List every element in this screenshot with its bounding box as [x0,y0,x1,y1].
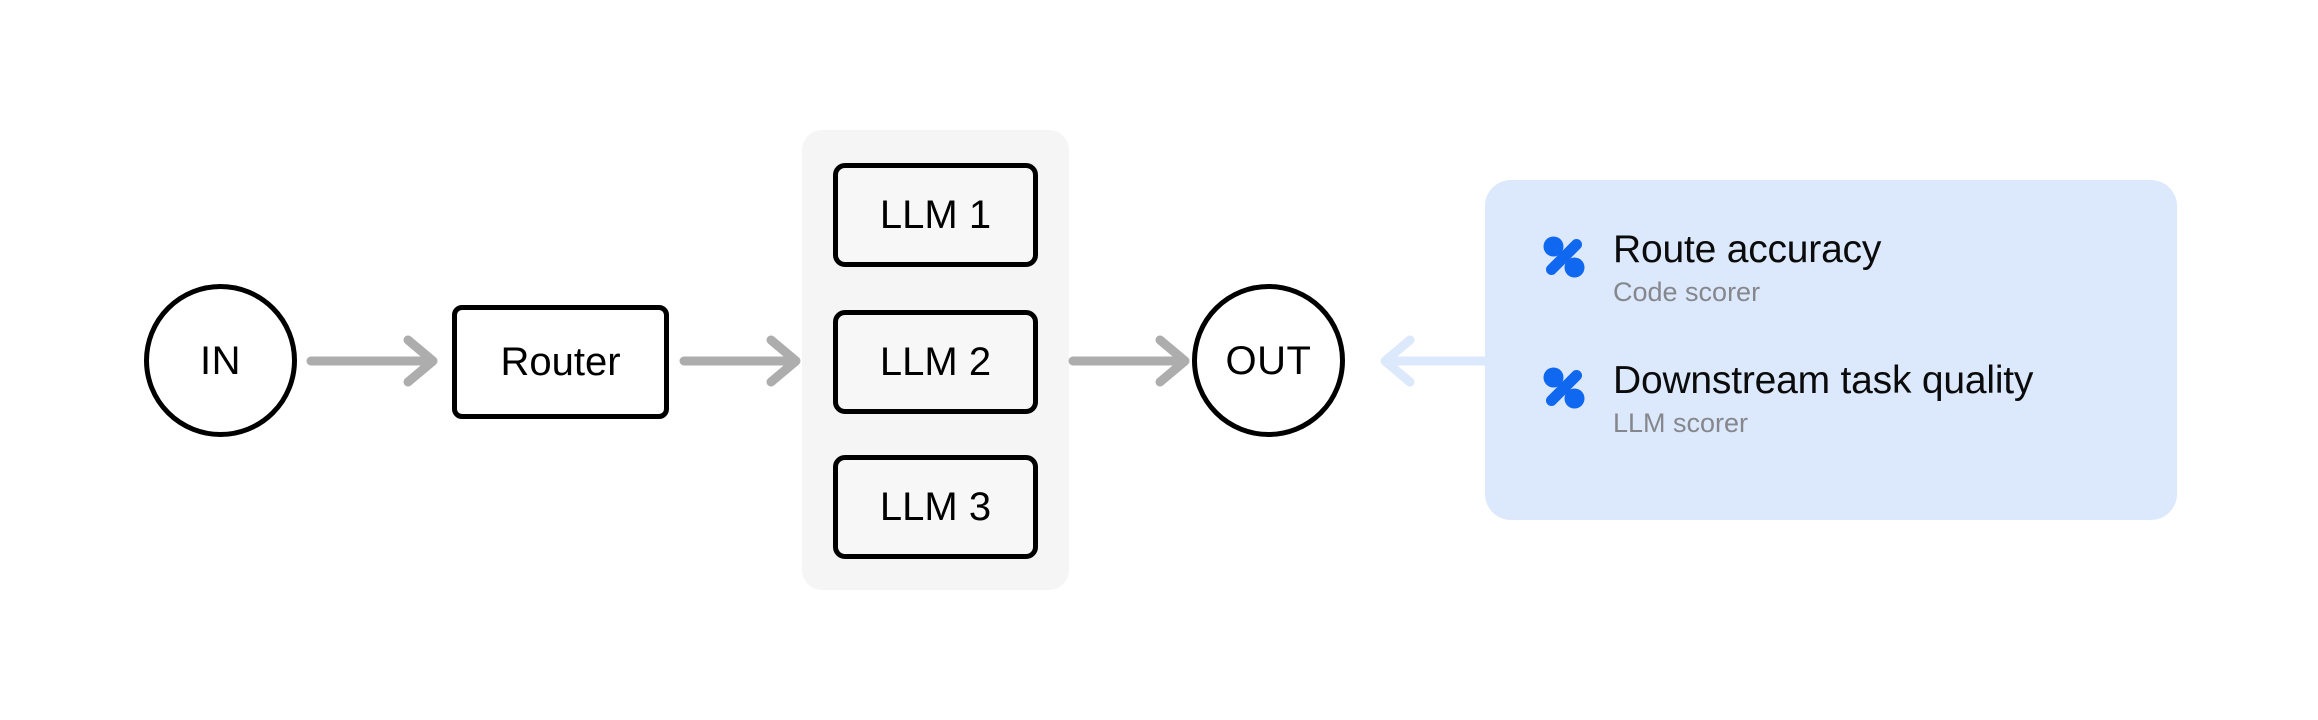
llm-box-3[interactable]: LLM 3 [833,455,1038,559]
node-input-label: IN [200,338,241,383]
node-router-label: Router [500,340,621,384]
node-input[interactable]: IN [144,284,297,437]
scorer-title: Route accuracy [1613,228,1882,271]
scorer-text: Route accuracy Code scorer [1613,228,1881,309]
llm-box-1-label: LLM 1 [879,193,992,237]
llm-box-3-label: LLM 3 [879,485,992,529]
llm-group-container: LLM 1 LLM 2 LLM 3 [802,130,1069,590]
llm-box-1[interactable]: LLM 1 [833,163,1038,267]
scorer-panel: Route accuracy Code scorer Downstream ta… [1485,180,2177,520]
scorer-item[interactable]: Route accuracy Code scorer [1542,228,2147,309]
scorer-subtitle: Code scorer [1613,276,1761,307]
arrow-llm-group-to-out [1068,335,1190,387]
scorer-subtitle: LLM scorer [1613,408,1749,439]
percent-scorer-icon [1543,367,1585,409]
node-output[interactable]: OUT [1192,284,1345,437]
scorer-list: Route accuracy Code scorer Downstream ta… [1542,228,2147,441]
arrow-in-to-router [306,335,438,387]
scorer-text: Downstream task quality LLM scorer [1613,359,2033,440]
llm-box-2[interactable]: LLM 2 [833,310,1038,414]
llm-box-2-label: LLM 2 [879,340,992,384]
node-output-label: OUT [1225,338,1312,383]
arrow-router-to-llm-group [679,335,801,387]
percent-scorer-icon [1543,236,1585,278]
scorer-item[interactable]: Downstream task quality LLM scorer [1542,359,2147,440]
scorer-title: Downstream task quality [1613,359,2034,403]
node-router[interactable]: Router [452,305,669,419]
arrow-scorers-to-out [1380,335,1498,387]
